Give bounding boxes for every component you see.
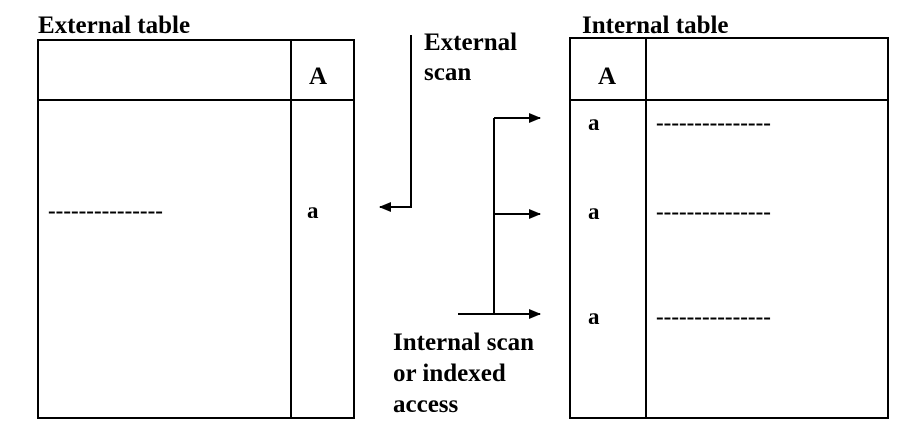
internal-table-title: Internal table: [582, 12, 729, 39]
internal-table-row-dashes: ---------------: [656, 110, 771, 135]
internal-table-frame: [569, 37, 889, 419]
internal-scan-label-line3: access: [393, 391, 459, 418]
external-table-row-dashes: ---------------: [48, 198, 163, 223]
internal-table-row-key: a: [588, 110, 600, 135]
external-table-row-value: a: [307, 198, 319, 223]
external-table-title: External table: [38, 12, 190, 39]
internal-scan-label-line1: Internal scan: [393, 329, 534, 356]
internal-table-row-dashes: ---------------: [656, 304, 771, 329]
external-table-frame: [37, 39, 355, 419]
internal-table-column-header: A: [598, 63, 616, 90]
external-scan-label-line1: External: [424, 29, 517, 56]
internal-table-row-dashes: ---------------: [656, 199, 771, 224]
internal-table-row-key: a: [588, 199, 600, 224]
external-scan-label-line2: scan: [424, 59, 471, 86]
internal-scan-label-line2: or indexed: [393, 360, 506, 387]
internal-table-row-key: a: [588, 304, 600, 329]
external-table-column-header: A: [309, 63, 327, 90]
external-scan-arrow: [379, 35, 412, 212]
